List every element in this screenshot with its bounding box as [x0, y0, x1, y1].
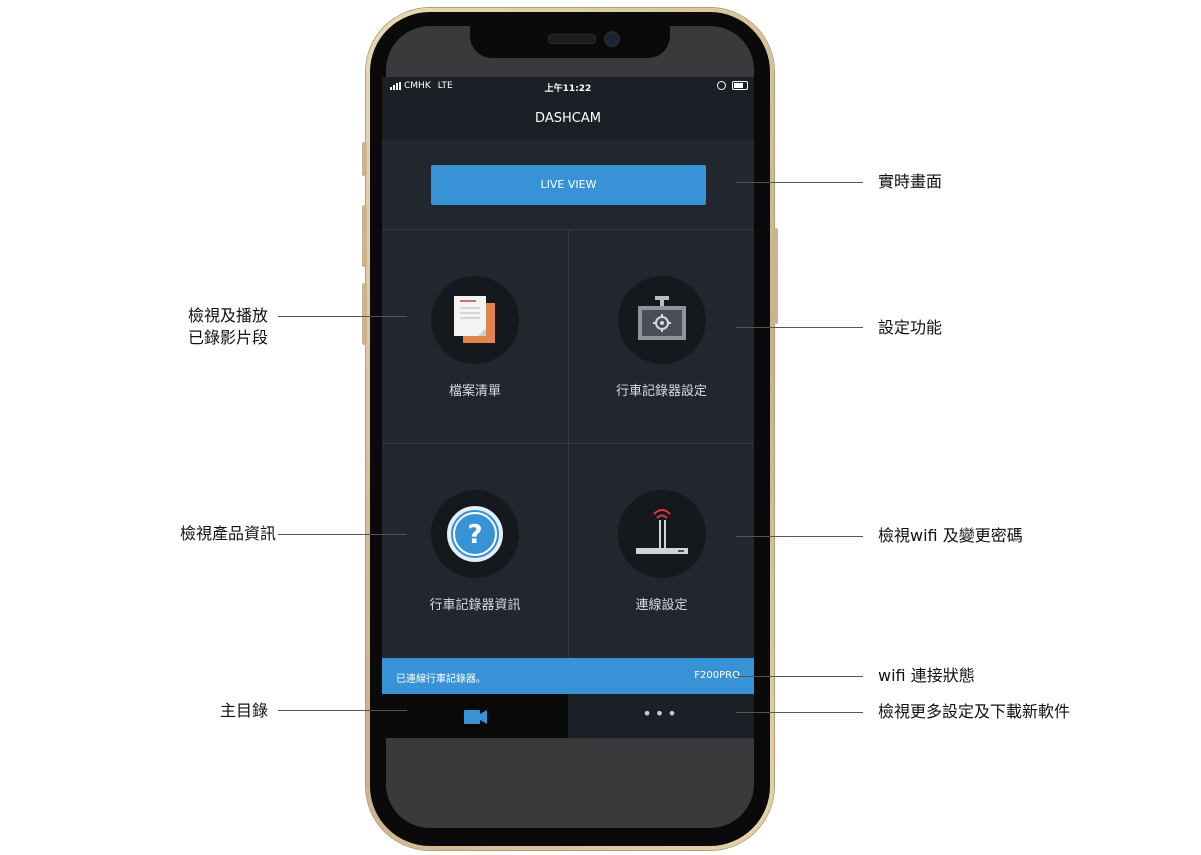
status-bar: CMHK LTE 上午11:22: [382, 77, 754, 97]
mute-switch: [362, 142, 367, 176]
callout-info: 檢視產品資訊: [179, 524, 276, 543]
svg-text:?: ?: [467, 520, 482, 550]
callout-line-wifi-status: [736, 676, 863, 677]
orientation-lock-icon: [717, 81, 726, 90]
live-view-section: LIVE VIEW: [382, 140, 754, 230]
status-left: CMHK LTE: [390, 81, 453, 91]
callout-line-wifi: [736, 536, 863, 537]
callout-line-settings: [736, 327, 863, 328]
callout-settings: 設定功能: [878, 318, 943, 337]
status-right: [717, 81, 748, 90]
tile-file-list[interactable]: 檔案清單: [382, 230, 569, 444]
callout-line-live: [736, 182, 863, 183]
tab-more[interactable]: •••: [568, 694, 754, 738]
wifi-router-icon: [617, 490, 706, 578]
volume-down-button: [362, 283, 367, 345]
tile-label: 行車記錄器設定: [615, 384, 707, 399]
power-button: [773, 228, 778, 324]
nav-title: DASHCAM: [382, 97, 754, 140]
callout-wifi-status: wifi 連接狀態: [878, 666, 975, 685]
tile-connection-settings[interactable]: 連線設定: [569, 444, 754, 658]
device-model: F200PRO: [694, 670, 740, 681]
callout-files: 檢視及播放 已錄影片段: [150, 305, 268, 349]
carrier-label: CMHK: [404, 81, 431, 91]
more-dots-icon: •••: [642, 704, 680, 723]
battery-icon: [732, 81, 748, 90]
tile-dashcam-settings[interactable]: 行車記錄器設定: [569, 230, 754, 444]
callout-line-files: [278, 316, 407, 317]
callout-files-line1: 檢視及播放: [187, 306, 268, 325]
speaker-grille: [548, 34, 596, 44]
tab-bar: •••: [382, 694, 754, 738]
menu-grid: 檔案清單 行車記錄器設定: [382, 230, 754, 658]
tile-label: 連線設定: [635, 598, 688, 613]
tile-label: 行車記錄器資訊: [429, 598, 521, 613]
dashcam-app: CMHK LTE 上午11:22 DASHCAM LIVE VIEW: [382, 77, 754, 738]
callout-line-info: [278, 534, 407, 535]
file-list-icon: [431, 276, 519, 364]
connection-status: 已連線行車記錄器。: [396, 674, 486, 685]
video-camera-icon: [464, 710, 487, 724]
callout-more: 檢視更多設定及下載新軟件: [878, 702, 1071, 721]
callout-line-more: [736, 712, 863, 713]
callout-home: 主目錄: [219, 701, 268, 720]
tile-dashcam-info[interactable]: ? 行車記錄器資訊: [382, 444, 569, 658]
front-camera: [604, 31, 620, 47]
settings-monitor-icon: [617, 276, 706, 364]
signal-icon: [390, 82, 401, 90]
callout-wifi: 檢視wifi 及變更密碼: [878, 526, 1023, 545]
network-label: LTE: [437, 81, 453, 91]
live-view-button[interactable]: LIVE VIEW: [431, 165, 706, 205]
callout-line-home: [278, 710, 407, 711]
volume-up-button: [362, 205, 367, 267]
connection-status-bar: 已連線行車記錄器。 F200PRO: [382, 658, 754, 694]
status-time: 上午11:22: [544, 84, 592, 94]
help-question-icon: ?: [431, 490, 519, 578]
tab-home[interactable]: [382, 694, 568, 738]
callout-live: 實時畫面: [878, 172, 943, 191]
callout-files-line2: 已錄影片段: [187, 328, 268, 347]
tile-label: 檔案清單: [448, 384, 501, 399]
